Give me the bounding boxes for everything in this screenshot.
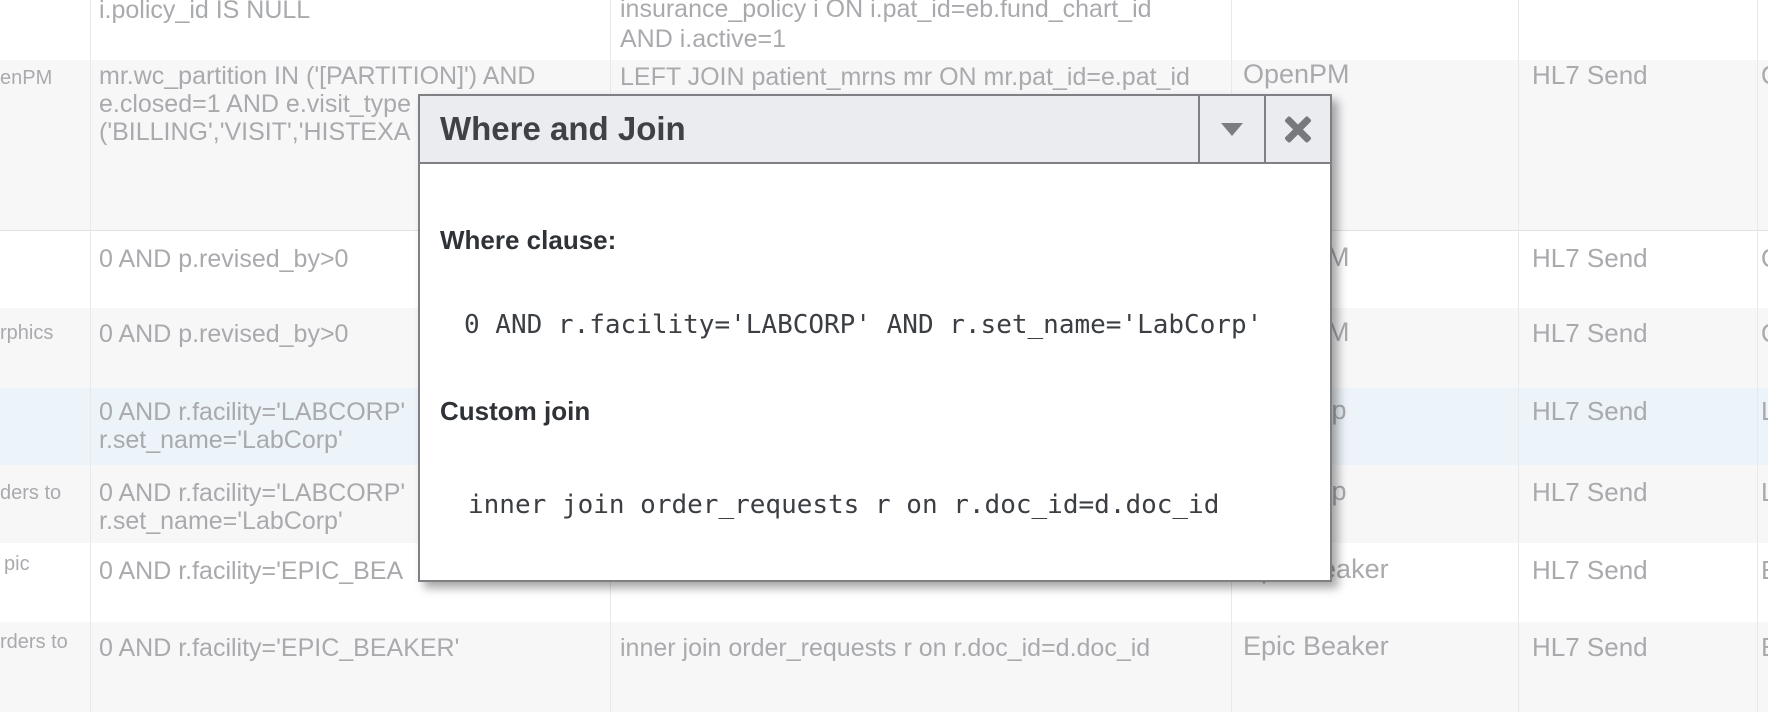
where-clause-cell: 0 AND r.facility='EPIC_BEA <box>99 557 404 585</box>
where-clause-cell: 0 AND r.facility='LABCORP' r.set_name='L… <box>99 398 406 454</box>
profile-name-cell: rphics <box>0 322 54 344</box>
send-type-cell: HL7 Send <box>1532 477 1648 507</box>
system-cell: Epic Beaker <box>1243 631 1389 661</box>
column-border <box>1757 0 1758 712</box>
custom-join-value: inner join order_requests r on r.doc_id=… <box>468 490 1220 520</box>
edge-fragment-cell: O <box>1761 244 1768 272</box>
where-clause-cell: 0 AND r.facility='EPIC_BEAKER' <box>99 634 460 662</box>
join-clause-cell: LEFT JOIN patient_mrns mr ON mr.pat_id=e… <box>620 63 1190 91</box>
where-clause-cell: 0 AND p.revised_by>0 <box>99 245 349 273</box>
table-row[interactable]: rders to 0 AND r.facility='EPIC_BEAKER' … <box>0 622 1768 712</box>
send-type-cell: HL7 Send <box>1532 632 1648 662</box>
column-border <box>1518 0 1519 712</box>
profile-name-cell: pic <box>4 553 30 575</box>
chevron-down-icon <box>1221 122 1243 136</box>
send-type-cell: HL7 Send <box>1532 396 1648 426</box>
edge-fragment-cell: O <box>1761 61 1768 89</box>
close-button[interactable] <box>1264 96 1330 162</box>
send-type-cell: HL7 Send <box>1532 243 1648 273</box>
where-clause-cell: 0 AND p.revised_by>0 <box>99 320 349 348</box>
dialog-title: Where and Join <box>440 110 686 147</box>
send-type-cell: HL7 Send <box>1532 555 1648 585</box>
edge-fragment-cell: E <box>1761 556 1768 584</box>
table-row[interactable]: pic 0 AND r.facility='EPIC_BEA Epic Beak… <box>0 543 1768 622</box>
custom-join-label: Custom join <box>440 396 591 426</box>
table-row[interactable]: i.policy_id IS NULL insurance_policy i O… <box>0 0 1768 60</box>
edge-fragment-cell: E <box>1761 633 1768 661</box>
close-icon <box>1282 113 1314 145</box>
edge-fragment-cell: O <box>1761 319 1768 347</box>
system-cell: OpenPM <box>1243 59 1350 89</box>
where-clause-label: Where clause: <box>440 225 617 255</box>
where-clause-cell: 0 AND r.facility='LABCORP' r.set_name='L… <box>99 479 406 535</box>
send-type-cell: HL7 Send <box>1532 318 1648 348</box>
where-and-join-dialog: Where and Join Where clause: 0 AND r.fac… <box>418 94 1332 582</box>
edge-fragment-cell: L <box>1761 478 1768 506</box>
join-clause-cell: insurance_policy i ON i.pat_id=eb.fund_c… <box>620 0 1152 53</box>
dialog-title-bar[interactable]: Where and Join <box>420 96 1330 164</box>
profile-name-cell: rders to <box>0 631 68 653</box>
where-clause-value: 0 AND r.facility='LABCORP' AND r.set_nam… <box>464 310 1263 340</box>
join-clause-cell: inner join order_requests r on r.doc_id=… <box>620 634 1151 662</box>
send-type-cell: HL7 Send <box>1532 60 1648 90</box>
dialog-body: Where clause: 0 AND r.facility='LABCORP'… <box>420 164 1330 580</box>
profile-name-cell: enPM <box>0 67 53 89</box>
where-clause-cell: mr.wc_partition IN ('[PARTITION]') AND e… <box>99 62 536 146</box>
where-clause-cell: i.policy_id IS NULL <box>99 0 311 24</box>
profile-name-cell: ders to <box>0 482 62 504</box>
collapse-button[interactable] <box>1198 96 1264 162</box>
edge-fragment-cell: L <box>1761 397 1768 425</box>
column-border <box>90 0 91 712</box>
